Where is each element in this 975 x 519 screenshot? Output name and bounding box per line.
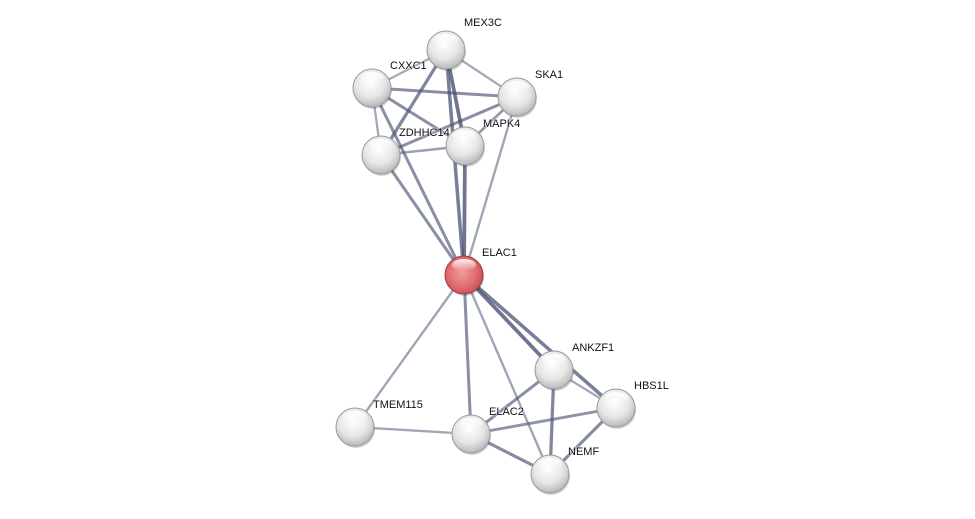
node-ska1[interactable] [497, 77, 537, 118]
node-label: ELAC2 [489, 406, 524, 418]
edge-elac1-elac2[interactable] [462, 274, 473, 435]
node-label: ANKZF1 [572, 342, 615, 354]
node-label: MEX3C [464, 17, 502, 29]
node-label: TMEM115 [373, 399, 423, 411]
node-cxxc1[interactable] [352, 68, 392, 109]
edge-ska1-elac1[interactable] [462, 96, 519, 276]
node-nemf[interactable] [530, 454, 570, 495]
node-tmem115[interactable] [335, 407, 375, 448]
node-label: NEMF [568, 446, 600, 458]
node-label: ELAC1 [482, 247, 517, 259]
edge-cxxc1-ska1[interactable] [371, 86, 518, 99]
node-hbs1l[interactable] [596, 388, 636, 429]
node-label: CXXC1 [390, 60, 427, 72]
edge-cxxc1-elac1[interactable] [370, 87, 466, 276]
edge-mapk4-elac1[interactable] [462, 145, 467, 276]
edge-zdhhc14-elac1[interactable] [379, 154, 466, 276]
node-zdhhc14[interactable] [361, 135, 401, 176]
node-elac2[interactable] [451, 414, 491, 455]
edge-zdhhc14-ska1[interactable] [380, 95, 518, 157]
edge-mex3c-zdhhc14[interactable] [379, 49, 448, 156]
node-mex3c[interactable] [426, 30, 466, 71]
edge-elac1-tmem115[interactable] [354, 274, 465, 428]
node-label: HBS1L [634, 380, 669, 392]
node-elac1[interactable] [444, 255, 484, 296]
edge-elac1-hbs1l[interactable] [462, 273, 618, 410]
edge-elac1-nemf[interactable] [462, 274, 552, 475]
node-mapk4[interactable] [445, 126, 485, 167]
node-ankzf1[interactable] [534, 350, 574, 391]
node-label: MAPK4 [483, 118, 521, 130]
node-label: ZDHHC14 [399, 127, 450, 139]
edge-elac2-hbs1l[interactable] [470, 406, 617, 436]
edge-elac1-ankzf1[interactable] [462, 273, 556, 372]
node-label: SKA1 [535, 69, 564, 81]
